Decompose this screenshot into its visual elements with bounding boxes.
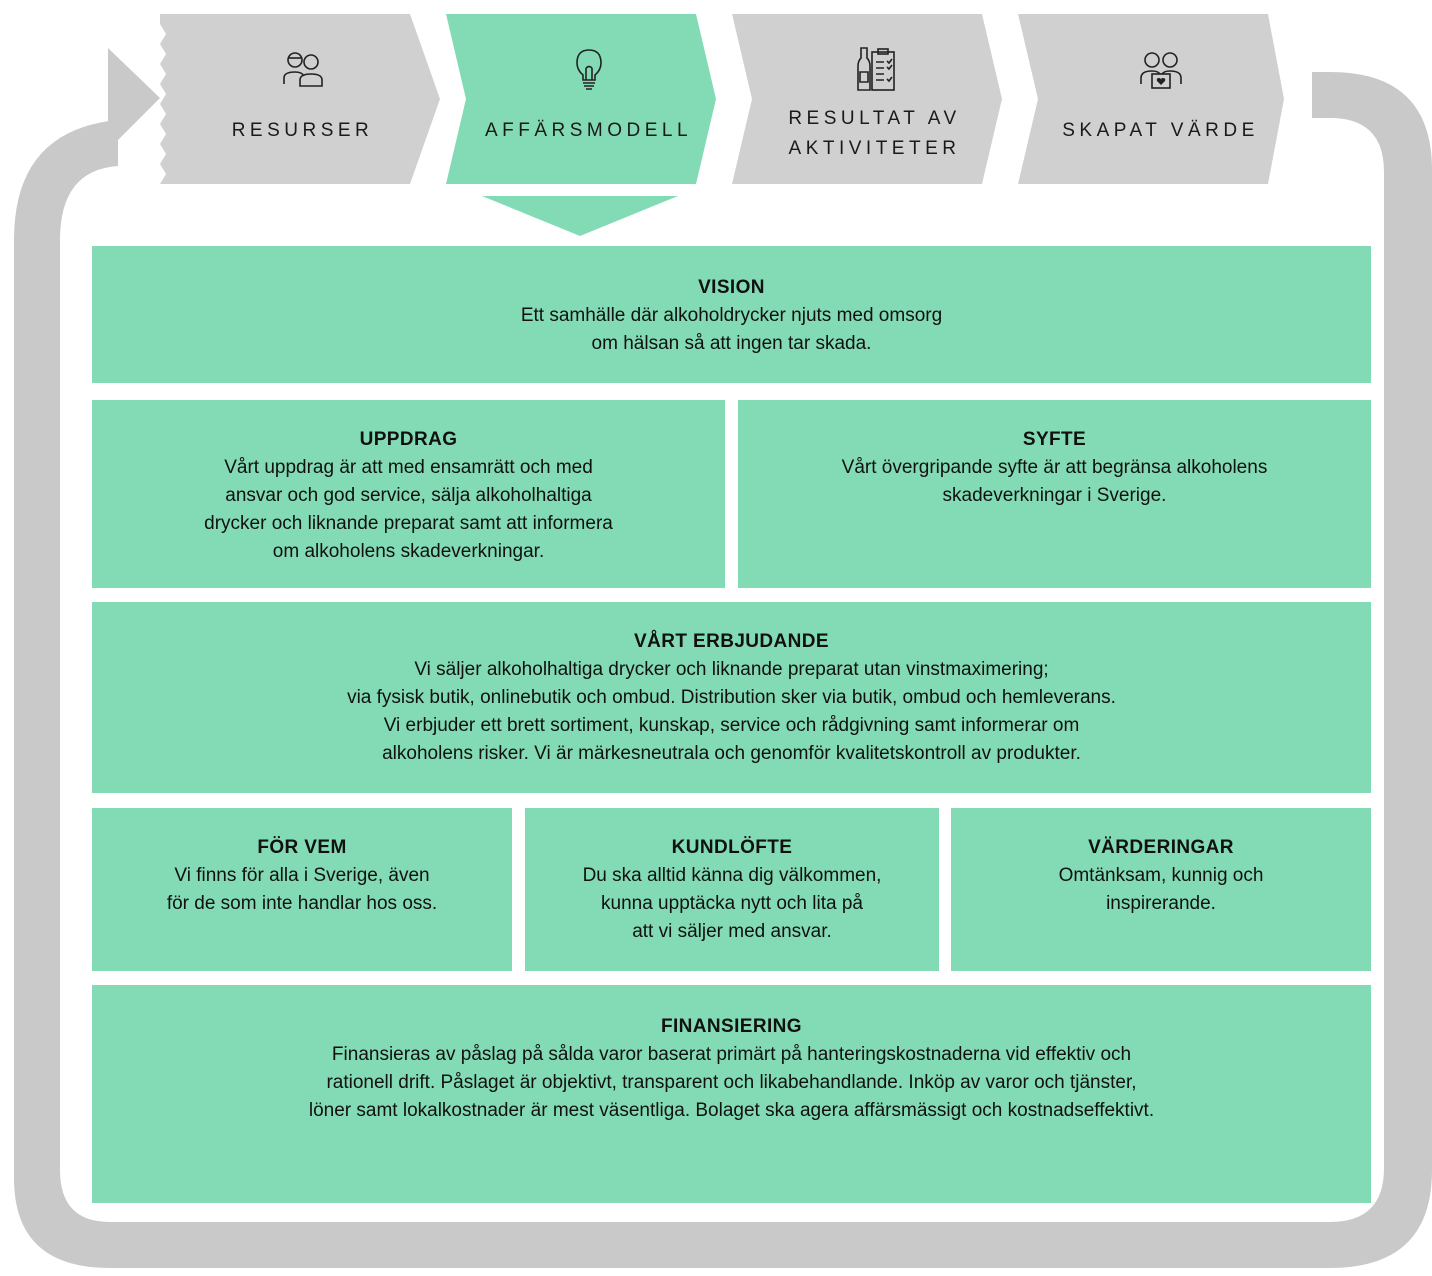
uppdrag-title: UPPDRAG	[359, 429, 458, 450]
vision-text: Ett samhälle där alkoholdrycker njuts me…	[520, 305, 943, 354]
for-vem-title: FÖR VEM	[257, 837, 347, 858]
erbjudande-text: Vi säljer alkoholhaltiga drycker och lik…	[347, 659, 1116, 764]
step-skapat-varde: SKAPAT VÄRDE	[1018, 14, 1303, 184]
syfte-title: SYFTE	[1022, 429, 1087, 450]
for-vem-box: FÖR VEM Vi finns för alla i Sverige, äve…	[92, 808, 512, 971]
syfte-text: Vårt övergripande syfte är att begränsa …	[841, 457, 1268, 506]
step-label: RESURSER	[231, 120, 374, 141]
erbjudande-title: VÅRT ERBJUDANDE	[634, 631, 829, 652]
erbjudande-box: VÅRT ERBJUDANDE Vi säljer alkoholhaltiga…	[92, 602, 1371, 793]
bottle-clipboard-icon	[856, 47, 895, 91]
varderingar-text: Omtänksam, kunnig och inspirerande.	[1058, 865, 1264, 914]
step-chevron	[446, 14, 716, 184]
finansiering-box: FINANSIERING Finansieras av påslag på så…	[92, 985, 1371, 1203]
for-vem-text: Vi finns för alla i Sverige, även för de…	[166, 865, 438, 914]
syfte-box: SYFTE Vårt övergripande syfte är att beg…	[738, 400, 1371, 588]
step-label: AFFÄRSMODELL	[484, 120, 693, 141]
kundlofte-title: KUNDLÖFTE	[671, 837, 793, 858]
step-chevron	[160, 14, 440, 184]
step-chevron	[1018, 14, 1284, 184]
finansiering-text: Finansieras av påslag på sålda varor bas…	[308, 1044, 1155, 1121]
loop-arrowhead	[108, 48, 160, 150]
active-step-pointer	[482, 196, 678, 236]
step-label: SKAPAT VÄRDE	[1062, 120, 1259, 141]
finansiering-title: FINANSIERING	[661, 1016, 802, 1037]
uppdrag-text: Vårt uppdrag är att med ensamrätt och me…	[204, 457, 613, 562]
lightbulb-icon	[575, 49, 602, 90]
step-label: RESULTAT AV AKTIVITETER	[788, 108, 961, 159]
kundlofte-text: Du ska alltid känna dig välkommen, kunna…	[582, 865, 882, 942]
people-icon	[282, 52, 323, 87]
step-resurser: RESURSER	[160, 14, 445, 184]
step-affarsmodell: AFFÄRSMODELL	[446, 14, 731, 184]
step-chevron	[732, 14, 1002, 184]
uppdrag-box: UPPDRAG Vårt uppdrag är att med ensamrät…	[92, 400, 725, 588]
varderingar-box: VÄRDERINGAR Omtänksam, kunnig och inspir…	[951, 808, 1371, 971]
kundlofte-box: KUNDLÖFTE Du ska alltid känna dig välkom…	[525, 808, 939, 971]
people-heart-icon	[1139, 52, 1182, 89]
vision-box: VISION Ett samhälle där alkoholdrycker n…	[92, 246, 1371, 383]
step-resultat: RESULTAT AV AKTIVITETER	[732, 14, 1017, 184]
varderingar-title: VÄRDERINGAR	[1088, 837, 1234, 858]
vision-title: VISION	[698, 277, 765, 298]
